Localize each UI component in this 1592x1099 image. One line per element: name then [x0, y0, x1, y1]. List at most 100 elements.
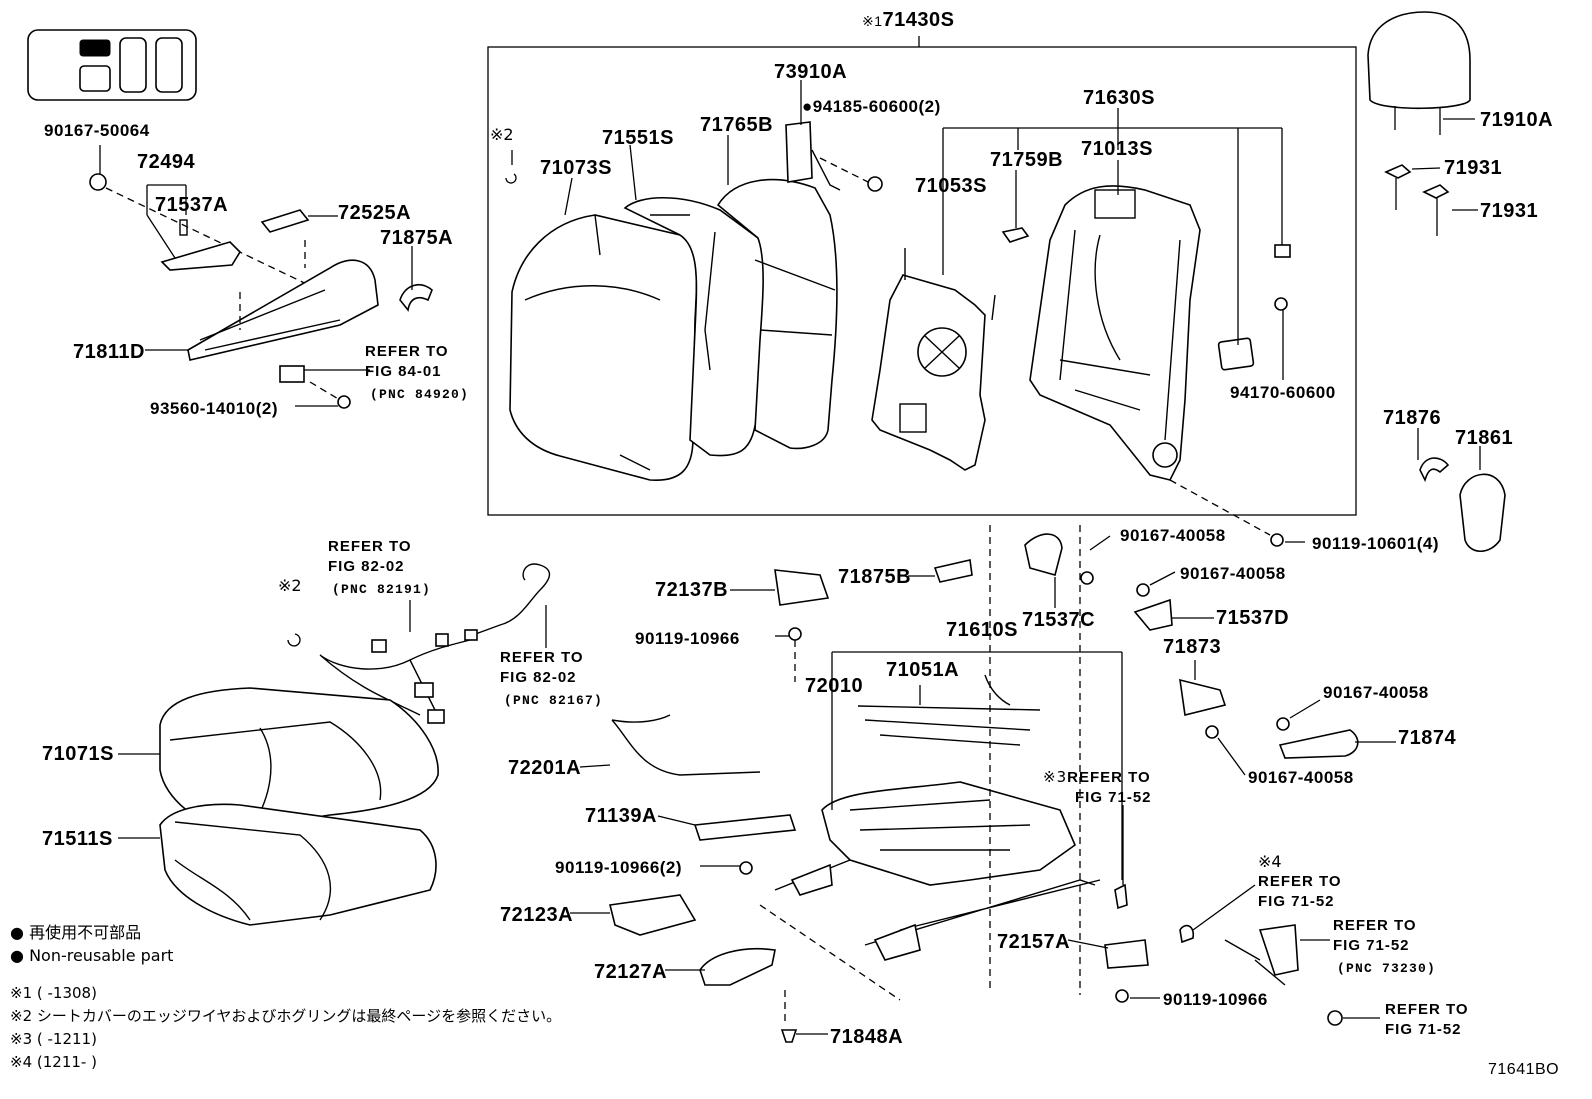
- slide-cover-group: [730, 525, 1214, 995]
- label-72137b: 72137B: [655, 579, 729, 601]
- legend-nonreusable-jp: ● 再使用不可部品: [10, 925, 141, 941]
- label-71013s: 71013S: [1081, 138, 1153, 160]
- label-71630s: 71630S: [1083, 87, 1155, 109]
- refer-82-02-a-line1: REFER TO: [328, 538, 412, 555]
- refer-84-01-line1: REFER TO: [365, 343, 449, 360]
- refer-71-52-d-line1: REFER TO: [1385, 1001, 1469, 1018]
- label-71139a: 71139A: [585, 805, 657, 827]
- label-71051a: 71051A: [886, 659, 960, 681]
- refer-82-02-a-line3: (PNC 82191): [332, 582, 432, 597]
- refer-71-52-a-line2: FIG 71-52: [1075, 789, 1152, 806]
- seatback-pad-71765b: [716, 178, 838, 450]
- seat-spring-71051a: [857, 674, 1041, 746]
- refer-71-52-a-line1: ※3REFER TO: [1043, 769, 1151, 786]
- label-71875b: 71875B: [838, 566, 912, 588]
- legend-bullet-2: ●: [10, 946, 24, 965]
- label-72157a: 72157A: [997, 931, 1071, 953]
- refer-71-52-b-line1: REFER TO: [1258, 873, 1342, 890]
- label-72201a: 72201A: [508, 757, 582, 779]
- label-71551s: 71551S: [602, 127, 674, 149]
- clip-71759b: [1001, 227, 1030, 243]
- seat-position-icon: [27, 29, 197, 101]
- legend-note-3: ※3 ( -1211): [10, 1030, 97, 1048]
- label-71511s: 71511S: [42, 828, 113, 850]
- label-71873: 71873: [1163, 636, 1222, 658]
- refer-71-52-c-line2: FIG 71-52: [1333, 937, 1410, 954]
- label-71931-a: 71931: [1444, 157, 1503, 179]
- label-72494: 72494: [137, 151, 196, 173]
- label-71537c: 71537C: [1022, 609, 1096, 631]
- seatback-cover-71073s: [509, 214, 698, 481]
- label-71875a: 71875A: [380, 227, 454, 249]
- legend-bullet-1: ●: [10, 923, 24, 942]
- label-71910a: 71910A: [1480, 109, 1554, 131]
- label-71874: 71874: [1398, 727, 1457, 749]
- label-71430s: ※171430S: [862, 10, 955, 30]
- plate-94170: [1217, 337, 1255, 371]
- back-board-71053s: [871, 248, 996, 471]
- wire-harness: [287, 563, 551, 724]
- seatback-assembly-box: [487, 46, 1357, 516]
- belt-anchor-group: [1114, 660, 1396, 1026]
- seat-frame-72010: [774, 651, 1123, 961]
- note2-mark-b: ※2: [278, 576, 302, 595]
- label-90119-10966-a: 90119-10966: [635, 629, 740, 648]
- headrest-71910a: [1367, 11, 1475, 135]
- label-71861: 71861: [1455, 427, 1514, 449]
- lower-covers-group: [570, 814, 1160, 1043]
- label-71610s: 71610S: [946, 619, 1018, 641]
- label-94185-code: 94185-60600(2): [812, 97, 941, 116]
- label-71430s-code: 71430S: [882, 9, 955, 31]
- seat-cushion-pad-71511s: [118, 803, 437, 926]
- seatback-frame-71630s: [1029, 185, 1201, 481]
- label-71848a: 71848A: [830, 1026, 904, 1048]
- recliner-cover-group: [89, 145, 433, 409]
- label-72010: 72010: [805, 675, 864, 697]
- refer-71-52-d-line2: FIG 71-52: [1385, 1021, 1462, 1038]
- label-71071s: 71071S: [42, 743, 114, 765]
- label-90119-10966-2: 90119-10966(2): [555, 858, 683, 877]
- leader-lines-upper: [505, 80, 1284, 380]
- note2-mark-a: ※2: [490, 125, 514, 144]
- legend-note-1: ※1 ( -1308): [10, 984, 97, 1002]
- legend-jp-text: 再使用不可部品: [29, 923, 142, 942]
- refer-82-02-b-line2: FIG 82-02: [500, 669, 577, 686]
- label-71537a: 71537A: [155, 194, 229, 216]
- label-93560: 93560-14010(2): [150, 399, 278, 418]
- label-71811d: 71811D: [73, 341, 145, 363]
- label-71876: 71876: [1383, 407, 1442, 429]
- label-94185: ●94185-60600(2): [802, 98, 941, 115]
- refer-84-01-line2: FIG 84-01: [365, 363, 442, 380]
- legend-nonreusable-en: ● Non-reusable part: [10, 948, 173, 964]
- refer-82-02-b-line3: (PNC 82167): [504, 693, 604, 708]
- label-94170: 94170-60600: [1230, 383, 1336, 402]
- label-71931-b: 71931: [1480, 200, 1539, 222]
- cap-right-1: [1274, 244, 1291, 258]
- label-90167-50064: 90167-50064: [44, 121, 150, 140]
- label-71073s: 71073S: [540, 157, 612, 179]
- refer-82-02-b-line1: REFER TO: [500, 649, 584, 666]
- label-90167-40058-b: 90167-40058: [1180, 564, 1286, 583]
- label-71430s-mark: ※1: [862, 13, 883, 29]
- legend-note-4: ※4 (1211- ): [10, 1053, 97, 1071]
- refer-71-52-a-text1: REFER TO: [1067, 769, 1151, 786]
- label-72525a: 72525A: [338, 202, 412, 224]
- note4-mark: ※4: [1258, 852, 1282, 871]
- label-73910a: 73910A: [774, 61, 848, 83]
- label-72127a: 72127A: [594, 961, 668, 983]
- label-90167-40058-a: 90167-40058: [1120, 526, 1226, 545]
- label-71537d: 71537D: [1216, 607, 1290, 629]
- cap-right-2: [1274, 297, 1288, 311]
- legend-note-2: ※2 シートカバーのエッジワイヤおよびホグリングは最終ページを参照ください。: [10, 1007, 562, 1025]
- edge-wire-72201a: [611, 714, 761, 776]
- legend-en-text: Non-reusable part: [29, 946, 174, 965]
- label-71053s: 71053S: [915, 175, 987, 197]
- figure-id: 71641BO: [1488, 1061, 1560, 1078]
- label-71765b: 71765B: [700, 114, 774, 136]
- hinge-cover-group: [1270, 428, 1506, 553]
- nonreusable-bullet: ●: [802, 97, 813, 116]
- seat-cushion-cover-71071s: [118, 687, 439, 831]
- refer-84-01-line3: (PNC 84920): [370, 387, 470, 402]
- headrest-guide-71931: [1384, 164, 1478, 236]
